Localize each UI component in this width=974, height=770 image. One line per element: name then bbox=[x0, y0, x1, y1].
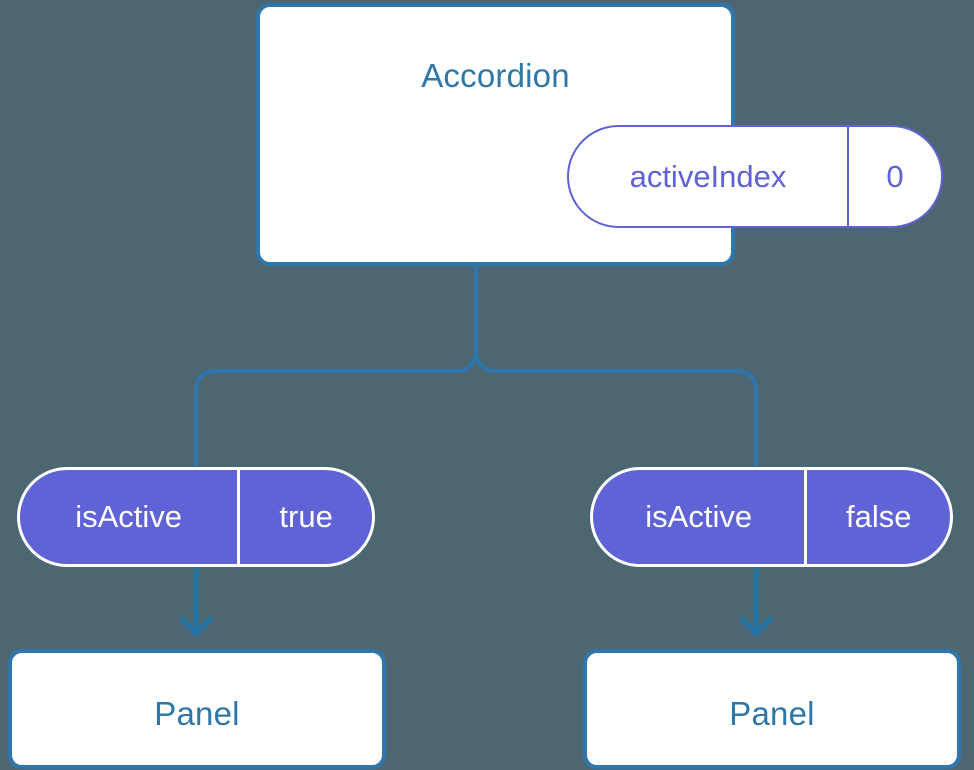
prop-pill-key: activeIndex bbox=[569, 127, 849, 226]
prop-pill-value: true bbox=[279, 499, 333, 534]
panel-title: Panel bbox=[154, 695, 240, 732]
prop-pill-key: isActive bbox=[593, 470, 808, 564]
panel-title: Panel bbox=[729, 695, 815, 732]
prop-pill-key: isActive bbox=[20, 470, 241, 564]
prop-pill-is-active-left[interactable]: isActive true bbox=[17, 467, 375, 567]
prop-pill-value: 0 bbox=[886, 158, 904, 194]
branch-path-right bbox=[474, 264, 758, 467]
accordion-title: Accordion bbox=[421, 57, 570, 94]
accordion-component-card[interactable]: Accordion activeIndex 0 bbox=[256, 3, 943, 266]
prop-pill-is-active-right[interactable]: isActive false bbox=[590, 467, 953, 567]
branch-path-left bbox=[194, 264, 478, 467]
prop-pill-active-index[interactable]: activeIndex 0 bbox=[567, 125, 943, 228]
panel-component-card-right[interactable]: Panel bbox=[583, 649, 961, 769]
panel-component-card-left[interactable]: Panel bbox=[8, 649, 386, 769]
prop-pill-value: false bbox=[845, 499, 912, 534]
down-arrow-icon-right bbox=[739, 567, 773, 637]
down-arrow-icon-left bbox=[179, 567, 213, 637]
